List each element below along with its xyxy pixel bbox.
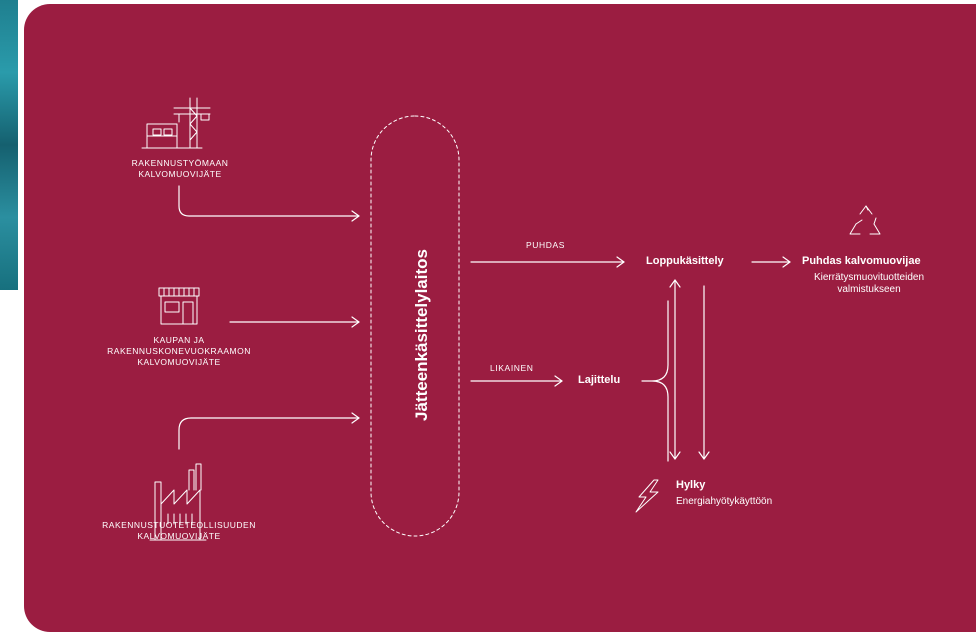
shop-icon bbox=[158, 287, 200, 325]
factory-icon bbox=[149, 463, 207, 541]
reject-description: Energiahyötykäyttöön bbox=[676, 496, 773, 507]
reject-title: Hylky bbox=[676, 479, 706, 491]
facility-label: Jätteenkäsittelylaitos bbox=[412, 249, 431, 421]
source-industry-line1: RAKENNUSTUOTETEOLLISUUDEN bbox=[102, 520, 256, 530]
source-construction-line2: KALVOMUOVIJÄTE bbox=[138, 169, 222, 179]
construction-crane-icon bbox=[141, 97, 211, 149]
source1-arrow bbox=[178, 185, 360, 217]
source-construction-label: RAKENNUSTYÖMAAN KALVOMUOVIJÄTE bbox=[120, 158, 240, 180]
diagram-panel: RAKENNUSTYÖMAAN KALVOMUOVIJÄTE KAUPAN JA… bbox=[24, 4, 976, 632]
dirty-label: LIKAINEN bbox=[490, 363, 534, 373]
source-industry-label: RAKENNUSTUOTETEOLLISUUDEN KALVOMUOVIJÄTE bbox=[79, 520, 279, 542]
output-title: Puhdas kalvomuovijae bbox=[802, 255, 921, 267]
source-retail-line1: KAUPAN JA bbox=[153, 335, 205, 345]
output-description: Kierrätysmuovituotteiden valmistukseen bbox=[794, 272, 944, 296]
recycle-icon bbox=[849, 205, 881, 235]
source-construction-line1: RAKENNUSTYÖMAAN bbox=[131, 158, 229, 168]
source3-arrow bbox=[178, 417, 360, 450]
source-retail-label: KAUPAN JA RAKENNUSKONEVUOKRAAMON KALVOMU… bbox=[84, 335, 274, 368]
clean-label: PUHDAS bbox=[526, 240, 566, 250]
output-description-line1: Kierrätysmuovituotteiden bbox=[813, 272, 925, 283]
lightning-icon bbox=[635, 479, 659, 513]
source-retail-line3: KALVOMUOVIJÄTE bbox=[137, 357, 221, 367]
final-processing-label: Loppukäsittely bbox=[646, 255, 724, 267]
sorting-bracket bbox=[641, 300, 669, 462]
facility-capsule bbox=[370, 115, 460, 537]
source-retail-line2: RAKENNUSKONEVUOKRAAMON bbox=[107, 346, 251, 356]
source-industry-line2: KALVOMUOVIJÄTE bbox=[137, 531, 221, 541]
sorting-label: Lajittelu bbox=[578, 374, 621, 386]
output-description-line2: valmistukseen bbox=[837, 284, 901, 295]
background-water-image bbox=[0, 0, 18, 290]
